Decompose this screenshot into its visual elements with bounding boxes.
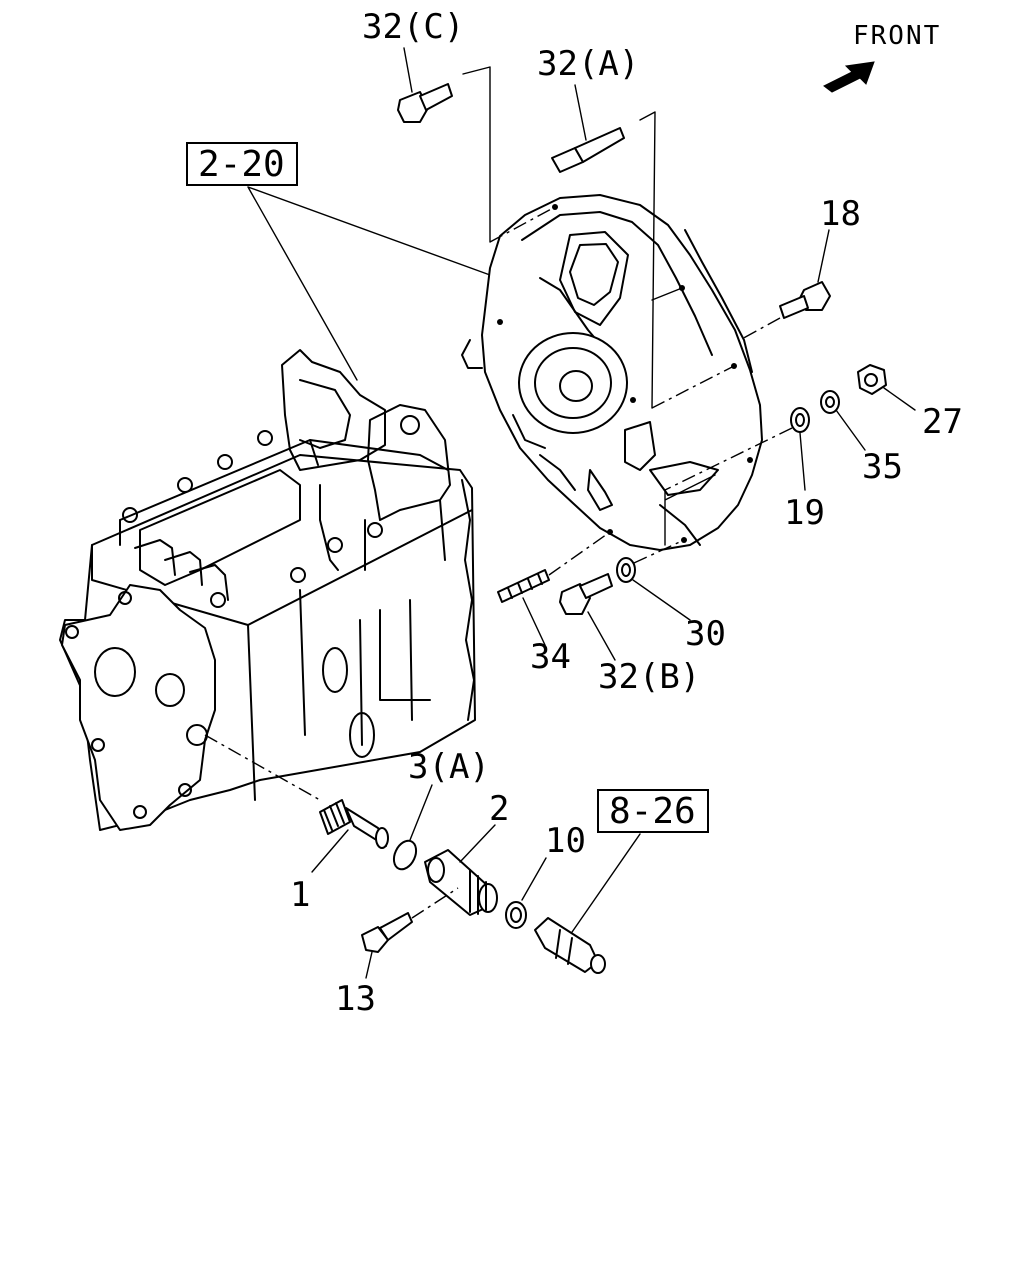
axis-32c xyxy=(489,206,556,243)
leader-13 xyxy=(365,951,373,979)
axis-32a xyxy=(651,365,735,409)
leader-32b xyxy=(587,611,616,661)
leader-34 xyxy=(522,597,546,646)
callout-32b: 32(B) xyxy=(598,657,700,697)
callout-34: 34 xyxy=(530,637,571,677)
bolt-18[interactable] xyxy=(779,281,831,319)
axis-30 xyxy=(633,539,685,564)
ref-2-20-leaders xyxy=(247,186,491,381)
leader-10 xyxy=(521,857,547,901)
callout-18: 18 xyxy=(820,194,861,234)
screw-13[interactable] xyxy=(361,912,413,953)
callout-2: 2 xyxy=(489,789,509,829)
callout-19: 19 xyxy=(784,493,825,533)
callout-35: 35 xyxy=(862,447,903,487)
front-arrow-icon xyxy=(823,61,875,93)
collar-10[interactable] xyxy=(505,901,527,929)
callout-labels: 32(C) 32(A) 18 27 35 19 30 34 32(B) 3(A)… xyxy=(290,7,963,1019)
washer-30[interactable] xyxy=(616,557,636,583)
callout-27: 27 xyxy=(922,402,963,442)
o-ring-3a[interactable] xyxy=(390,837,421,873)
sleeve-2[interactable] xyxy=(424,849,498,916)
washer-35[interactable] xyxy=(820,390,840,414)
ref-box-8-26-label: 8-26 xyxy=(609,791,696,832)
leader-32a xyxy=(574,84,587,141)
callout-10: 10 xyxy=(545,821,586,861)
ref-box-2-20-label: 2-20 xyxy=(198,144,285,185)
leader-27 xyxy=(883,387,916,411)
front-indicator: FRONT xyxy=(823,21,941,93)
ref-box-8-26[interactable]: 8-26 xyxy=(597,789,709,833)
speed-sensor[interactable] xyxy=(534,917,606,974)
axis-18 xyxy=(739,317,781,341)
axis-13 xyxy=(411,887,459,919)
leader-3a xyxy=(409,784,433,841)
ref-box-2-20[interactable]: 2-20 xyxy=(186,142,298,186)
line-32a xyxy=(639,111,683,409)
leader-1 xyxy=(311,829,349,873)
front-label: FRONT xyxy=(853,21,941,51)
nut-27[interactable] xyxy=(857,364,887,395)
leader-18 xyxy=(817,229,830,283)
stud-34[interactable] xyxy=(497,569,550,603)
leader-2 xyxy=(459,824,496,863)
callout-32a: 32(A) xyxy=(537,44,639,84)
callout-30: 30 xyxy=(685,614,726,654)
bolt-32c[interactable] xyxy=(397,83,453,123)
callout-1: 1 xyxy=(290,875,310,915)
axis-34 xyxy=(548,531,611,576)
callout-13: 13 xyxy=(335,979,376,1019)
bolt-32b[interactable] xyxy=(559,573,613,615)
transmission-case[interactable] xyxy=(59,349,476,831)
callout-32c: 32(C) xyxy=(362,7,464,47)
stud-32a[interactable] xyxy=(551,127,625,173)
washer-19[interactable] xyxy=(790,407,810,433)
shaft-1[interactable] xyxy=(319,799,389,849)
leader-35 xyxy=(835,409,866,451)
ref-8-26-leader xyxy=(569,833,641,936)
line-32c xyxy=(462,66,491,243)
leader-30 xyxy=(632,579,691,621)
line-19 xyxy=(664,474,716,546)
axis-19 xyxy=(664,427,793,491)
clutch-housing[interactable] xyxy=(461,194,763,551)
axis-1 xyxy=(204,734,321,801)
callout-3a: 3(A) xyxy=(408,747,490,787)
leader-19 xyxy=(799,432,806,491)
leader-32c xyxy=(403,47,413,93)
